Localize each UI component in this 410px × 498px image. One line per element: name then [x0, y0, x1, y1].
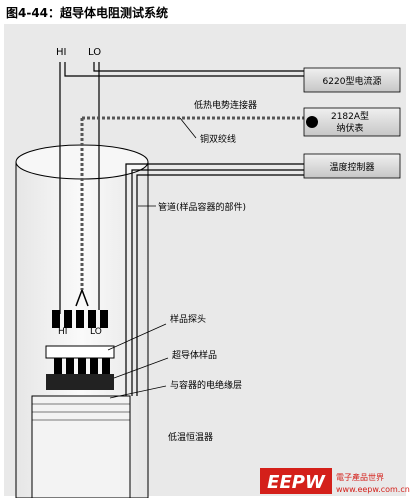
insulation-label: 与容器的电绝缘层 [170, 379, 242, 391]
twisted-pair-wire [75, 116, 306, 307]
nanovoltmeter-box: 2182A型 纳伏表 [303, 107, 401, 137]
twisted-pair-leader [179, 117, 197, 139]
hi-lo-wires [59, 62, 304, 314]
sample-probe-label: 样品探头 [170, 313, 206, 325]
tube-label: 管道(样品容器的部件) [158, 201, 246, 213]
insulation-leader [109, 385, 167, 399]
eepw-logo: EEPW 電子產品世界 www.eepw.com.cn [260, 468, 410, 494]
hi-probe-label: HI [58, 327, 67, 337]
cryostat-body [31, 395, 131, 498]
lo-top-label: LO [88, 47, 101, 58]
low-thermal-connector-label: 低热电势连接器 [194, 99, 257, 111]
nanovoltmeter-label-1: 2182A型 [331, 111, 369, 122]
figure-title: 图4-44：超导体电阻测试系统 [6, 6, 169, 20]
lo-probe-label: LO [90, 327, 102, 337]
logo-tagline: 電子產品世界 [336, 472, 384, 482]
logo-url: www.eepw.com.cn [336, 485, 410, 494]
hi-top-label: HI [56, 47, 66, 58]
sample-probe: HI LO [45, 310, 115, 390]
cryostat-label: 低温恒温器 [168, 431, 213, 443]
temp-controller-label: 温度控制器 [329, 161, 374, 173]
current-source-label: 6220型电流源 [323, 75, 382, 87]
tube-line [125, 163, 306, 396]
connector-icon [306, 116, 318, 128]
twisted-pair-label: 铜双绞线 [200, 133, 236, 145]
logo-letters: EEPW [267, 472, 326, 493]
superconductor-leader [113, 357, 169, 379]
sample-probe-leader [107, 323, 167, 351]
temp-controller-box: 温度控制器 [303, 153, 401, 179]
nanovoltmeter-label-2: 纳伏表 [336, 122, 363, 134]
superconductor-label: 超导体样品 [172, 349, 217, 361]
current-source-box: 6220型电流源 [303, 67, 401, 93]
